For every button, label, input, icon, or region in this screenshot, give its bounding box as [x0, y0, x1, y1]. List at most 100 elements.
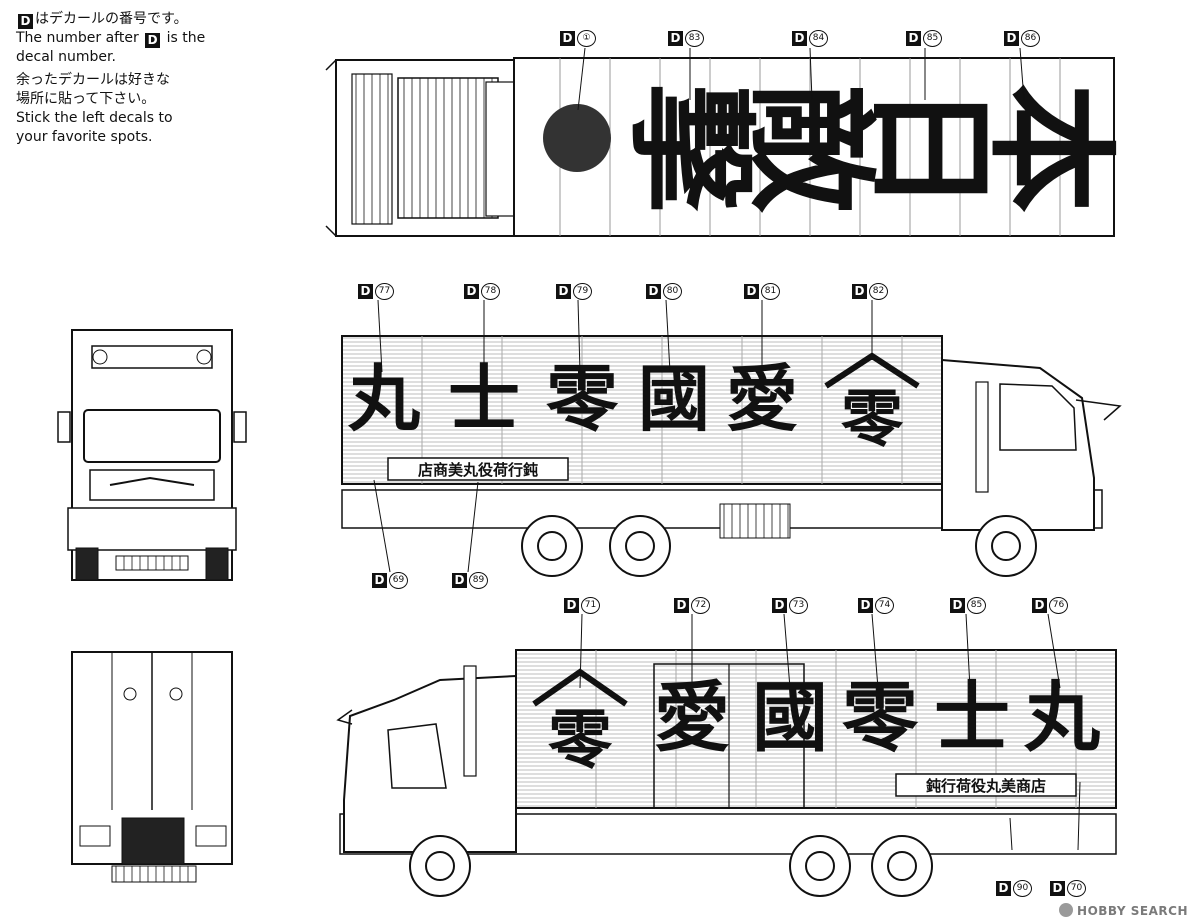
decal-badge: D: [1004, 31, 1019, 46]
callout-number: 84: [809, 30, 828, 47]
legend-line-4: 余ったデカールは好きな: [16, 72, 170, 88]
legend-line-3: decal number.: [16, 49, 116, 65]
rising-sun-decal: [543, 104, 611, 172]
top-kanji-3: 日: [854, 83, 1007, 213]
callout-number: 80: [663, 283, 682, 300]
left-banner: [387, 457, 569, 481]
left-banner-text: 店商美丸役荷行鈍: [418, 461, 538, 479]
front-view: [57, 329, 247, 581]
decal-badge: D: [906, 31, 921, 46]
right-banner-text: 鈍行荷役丸美商店: [926, 777, 1046, 795]
legend-line-1: はデカールの番号です。: [35, 11, 188, 27]
decal-badge: D: [668, 31, 683, 46]
decal-badge: D: [372, 573, 387, 588]
watermark: HOBBY SEARCH: [1059, 903, 1188, 918]
left-side-view: 丸 士 零 國 愛 零 店商美丸役荷行鈍: [341, 299, 1122, 577]
callout-number: 70: [1067, 880, 1086, 897]
decal-badge: D: [744, 284, 759, 299]
decal-badge: D: [858, 598, 873, 613]
callout-number: 89: [469, 572, 488, 589]
right-kanji-1: 零: [548, 703, 613, 778]
callout-number: ①: [577, 30, 596, 47]
left-kanji-4: 國: [638, 356, 710, 441]
hobby-search-logo-icon: [1059, 903, 1074, 917]
right-kanji-6: 丸: [1023, 673, 1100, 762]
legend-line-7: your favorite spots.: [16, 129, 153, 145]
decal-badge: D: [950, 598, 965, 613]
watermark-text: HOBBY SEARCH: [1077, 904, 1188, 918]
legend-line-2a: The number after: [16, 30, 139, 46]
callout-number: 85: [923, 30, 942, 47]
callout-number: 77: [375, 283, 394, 300]
top-view: 撃 敵 日 本: [325, 47, 1127, 237]
top-kanji-2: 敵: [734, 83, 887, 213]
decal-badge: D: [560, 31, 575, 46]
decal-badge: D: [145, 33, 161, 48]
decal-badge: D: [1050, 881, 1065, 896]
decal-badge: D: [18, 14, 33, 29]
right-kanji-5: 士: [934, 673, 1010, 762]
decal-badge: D: [358, 284, 373, 299]
callout-number: 79: [573, 283, 592, 300]
callout-number: 78: [481, 283, 500, 300]
left-kanji-1: 丸: [347, 356, 420, 441]
left-kanji-6: 零: [841, 382, 904, 455]
callout-number: 83: [685, 30, 704, 47]
legend-line-6: Stick the left decals to: [16, 110, 173, 126]
callout-number: 81: [761, 283, 780, 300]
callout-number: 74: [875, 597, 894, 614]
decal-badge: D: [792, 31, 807, 46]
decal-badge: D: [464, 284, 479, 299]
rear-view: [71, 651, 233, 883]
decal-badge: D: [452, 573, 467, 588]
left-kanji-3: 零: [546, 356, 619, 441]
decal-badge: D: [556, 284, 571, 299]
decal-badge: D: [852, 284, 867, 299]
right-side-view: 零 愛 國 零 士 丸 鈍行荷役丸美商店: [336, 613, 1117, 897]
callout-number: 76: [1049, 597, 1068, 614]
decal-badge: D: [674, 598, 689, 613]
right-banner: [895, 773, 1077, 797]
decal-badge: D: [646, 284, 661, 299]
callout-number: 85: [967, 597, 986, 614]
callout-number: 82: [869, 283, 888, 300]
decal-badge: D: [996, 881, 1011, 896]
right-kanji-4: 零: [842, 673, 919, 762]
top-kanji-1: 撃: [614, 83, 767, 213]
top-kanji-4: 本: [974, 83, 1127, 213]
decal-badge: D: [564, 598, 579, 613]
legend-line-5: 場所に貼って下さい。: [16, 91, 156, 107]
callout-number: 90: [1013, 880, 1032, 897]
callout-number: 86: [1021, 30, 1040, 47]
decal-badge: D: [1032, 598, 1047, 613]
callout-number: 71: [581, 597, 600, 614]
callout-number: 72: [691, 597, 710, 614]
callout-number: 73: [789, 597, 808, 614]
legend-line-2b: is the: [166, 30, 206, 46]
callout-number: 69: [389, 572, 408, 589]
decal-badge: D: [772, 598, 787, 613]
